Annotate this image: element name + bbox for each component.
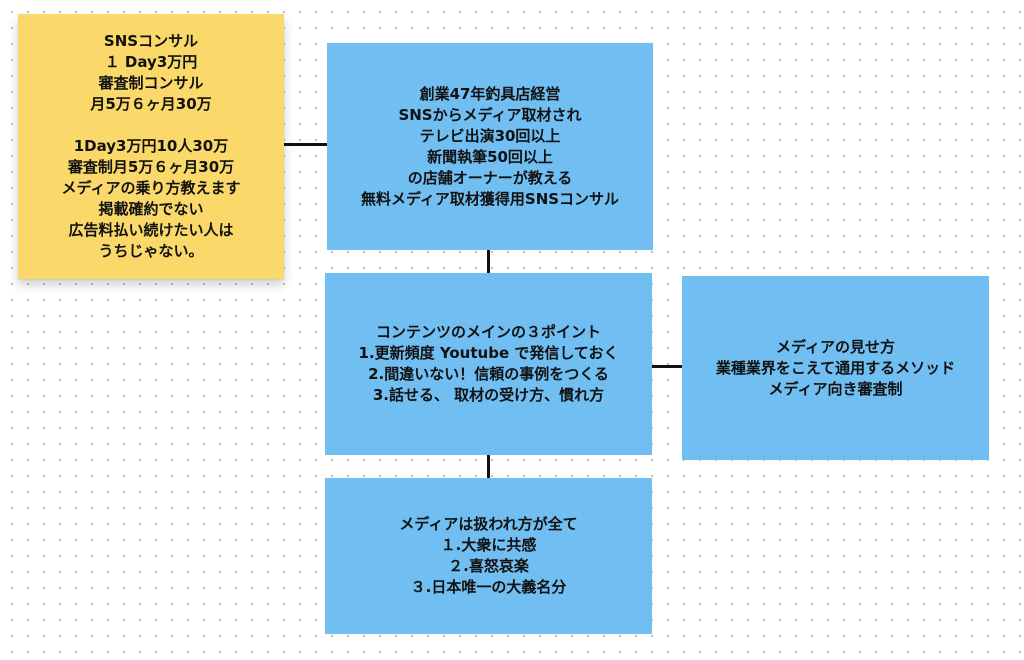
sticky-line: 1Day3万円10人30万 bbox=[73, 137, 229, 155]
sticky-line: メディアの乗り方教えます bbox=[61, 179, 241, 197]
content-points-box[interactable]: コンテンツのメインの３ポイント 1.更新頻度 Youtube で発信しておく 2… bbox=[325, 273, 652, 455]
profile-line: 新聞執筆50回以上 bbox=[427, 147, 553, 166]
content-points-line: コンテンツのメインの３ポイント bbox=[375, 323, 601, 341]
content-points-line: 1.更新頻度 Youtube で発信しておく bbox=[358, 344, 619, 362]
sticky-line: 審査制コンサル bbox=[98, 74, 204, 92]
profile-box[interactable]: 創業47年釣具店経営 SNSからメディア取材され テレビ出演30回以上 新聞執筆… bbox=[327, 43, 653, 250]
media-method-line: メディアの見せ方 bbox=[776, 337, 895, 356]
media-method-line: メディア向き審査制 bbox=[768, 379, 903, 398]
sticky-line: 審査制月5万６ヶ月30万 bbox=[67, 158, 235, 176]
media-treatment-line: ３.日本唯一の大義名分 bbox=[410, 578, 567, 596]
sticky-line: 掲載確約でない bbox=[98, 200, 204, 218]
media-treatment-box[interactable]: メディアは扱われ方が全て １.大衆に共感 ２.喜怒哀楽 ３.日本唯一の大義名分 bbox=[325, 478, 652, 634]
content-points-line: 2.間違いない！信頼の事例をつくる bbox=[368, 365, 609, 383]
profile-line: テレビ出演30回以上 bbox=[419, 126, 561, 145]
connector-profile-to-points bbox=[487, 250, 490, 273]
sticky-note[interactable]: SNSコンサル １ Day3万円 審査制コンサル 月5万６ヶ月30万 1Day3… bbox=[18, 14, 284, 279]
media-treatment-line: メディアは扱われ方が全て bbox=[399, 515, 578, 533]
profile-line: の店舗オーナーが教える bbox=[407, 168, 573, 187]
media-treatment-line: ２.喜怒哀楽 bbox=[448, 557, 529, 575]
sticky-line: うちじゃない。 bbox=[98, 242, 204, 260]
connector-points-to-method bbox=[652, 365, 682, 368]
media-method-line: 業種業界をこえて通用するメソッド bbox=[715, 358, 956, 377]
profile-line: 創業47年釣具店経営 bbox=[419, 84, 561, 103]
sticky-line: １ Day3万円 bbox=[104, 53, 198, 71]
connector-sticky-to-profile bbox=[284, 143, 327, 146]
sticky-line: SNSコンサル bbox=[103, 32, 199, 50]
connector-points-to-treatment bbox=[487, 455, 490, 478]
profile-line: SNSからメディア取材され bbox=[398, 105, 582, 124]
media-method-box[interactable]: メディアの見せ方 業種業界をこえて通用するメソッド メディア向き審査制 bbox=[682, 276, 989, 460]
content-points-line: 3.話せる、 取材の受け方、慣れ方 bbox=[372, 386, 605, 404]
media-treatment-line: １.大衆に共感 bbox=[440, 536, 537, 554]
sticky-line: 広告料払い続けたい人は bbox=[68, 221, 234, 239]
sticky-line: 月5万６ヶ月30万 bbox=[90, 95, 212, 113]
profile-line: 無料メディア取材獲得用SNSコンサル bbox=[360, 189, 620, 208]
